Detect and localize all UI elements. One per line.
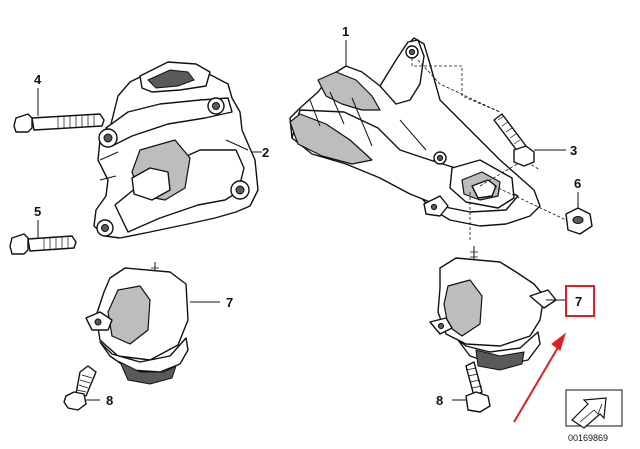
left-engine-mount bbox=[85, 262, 189, 385]
callout-5: 5 bbox=[34, 204, 41, 219]
callout-8-left: 8 bbox=[106, 393, 113, 408]
reference-number: 00169869 bbox=[568, 433, 608, 443]
callout-3: 3 bbox=[570, 143, 577, 158]
bolt-8-left bbox=[63, 365, 100, 411]
callout-leaders bbox=[190, 40, 566, 303]
bolt-3 bbox=[493, 113, 566, 167]
callout-2: 2 bbox=[262, 145, 269, 160]
direction-arrow-icon bbox=[565, 389, 623, 429]
callout-4: 4 bbox=[34, 72, 42, 87]
callout-8-right: 8 bbox=[436, 393, 443, 408]
callout-1: 1 bbox=[342, 24, 349, 39]
right-engine-bracket bbox=[289, 37, 541, 227]
bolt-5 bbox=[9, 220, 77, 255]
bolt-4 bbox=[13, 88, 105, 133]
callout-7-right: 7 bbox=[575, 294, 582, 309]
assembly-guide-lines bbox=[411, 58, 567, 240]
callout-6: 6 bbox=[574, 176, 581, 191]
highlight-box bbox=[565, 285, 595, 317]
right-engine-mount bbox=[429, 246, 557, 371]
bolt-8-right bbox=[452, 361, 491, 413]
left-engine-bracket bbox=[93, 61, 259, 239]
red-pointer-arrow bbox=[513, 332, 566, 423]
nut-6 bbox=[565, 192, 593, 235]
callout-7-left: 7 bbox=[226, 295, 233, 310]
